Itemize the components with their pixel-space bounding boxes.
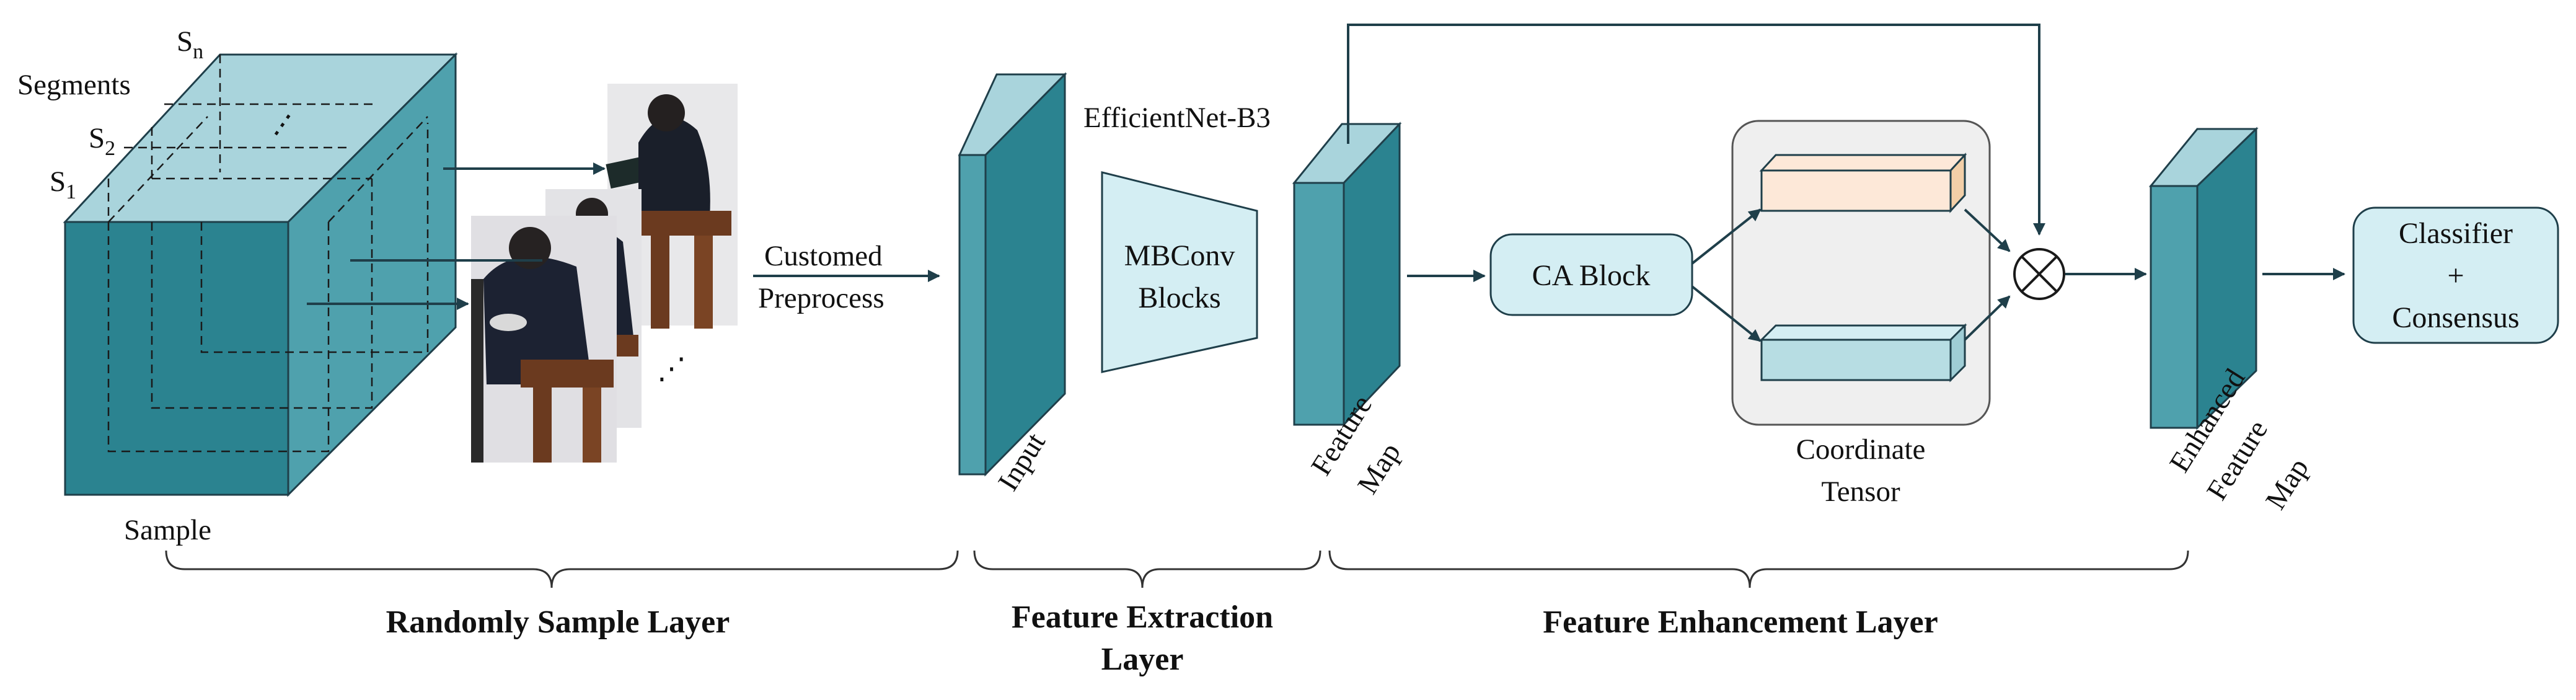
- mbconv-label-line2: Blocks: [1138, 281, 1220, 314]
- frames-ellipsis: ⋰: [657, 353, 686, 385]
- preprocess-label-line2: Preprocess: [758, 282, 884, 314]
- sample-label: Sample: [124, 514, 211, 546]
- sample-cube: [63, 52, 458, 497]
- ca-block-box: [1489, 233, 1693, 316]
- arrow-ca-to-bottom-bar: [1691, 285, 1762, 342]
- feature-map-label-line2: Map: [1351, 437, 1407, 500]
- cube-front-face: [64, 221, 289, 496]
- coordinate-bar-bottom: [1759, 323, 1967, 383]
- preprocess-label-line1: Customed: [764, 240, 883, 272]
- segment-slices: [107, 55, 429, 453]
- input-slab: [958, 72, 1067, 477]
- brace-enhancement-layer: [1328, 550, 2189, 588]
- section-sample-layer: Randomly Sample Layer: [386, 605, 730, 640]
- section-extraction-line2: Layer: [1101, 642, 1184, 677]
- segment-n-label: Sn: [177, 25, 203, 63]
- coordinate-tensor-label-line1: Coordinate: [1796, 433, 1926, 466]
- coordinate-tensor-label-line2: Tensor: [1821, 476, 1900, 508]
- skip-connection-arrow: [1347, 24, 2045, 236]
- arrow-bottom-bar-to-multiply: [1964, 295, 2011, 341]
- segment-2-label: S2: [89, 122, 115, 160]
- segment-1-label: S1: [50, 166, 76, 203]
- arrow-top-bar-to-multiply: [1964, 208, 2011, 252]
- brace-sample-layer: [165, 550, 959, 588]
- circle-times-icon: [2013, 248, 2065, 300]
- frame-1: [471, 216, 617, 463]
- classifier-label-line1: Classifier: [2399, 217, 2513, 250]
- backbone-label: EfficientNet-B3: [1083, 102, 1271, 134]
- feature-map-slab: [1292, 122, 1402, 427]
- enhanced-label-line3: Map: [2259, 453, 2315, 515]
- mbconv-label-line1: MBConv: [1124, 239, 1235, 272]
- classifier-label-line2: +: [2447, 259, 2464, 292]
- classifier-label-line3: Consensus: [2392, 301, 2519, 334]
- arrow-ca-to-top-bar: [1691, 208, 1762, 265]
- classifier-box: [2352, 206, 2559, 344]
- section-extraction-line1: Feature Extraction: [1012, 600, 1273, 635]
- segments-label: Segments: [17, 69, 131, 101]
- mbconv-block: [1101, 171, 1258, 373]
- section-enhancement-layer: Feature Enhancement Layer: [1543, 605, 1938, 640]
- coordinate-bar-top: [1759, 153, 1967, 213]
- brace-extraction-layer: [973, 550, 1321, 588]
- enhanced-feature-map-slab: [2148, 126, 2259, 430]
- ca-block-label: CA Block: [1532, 259, 1651, 292]
